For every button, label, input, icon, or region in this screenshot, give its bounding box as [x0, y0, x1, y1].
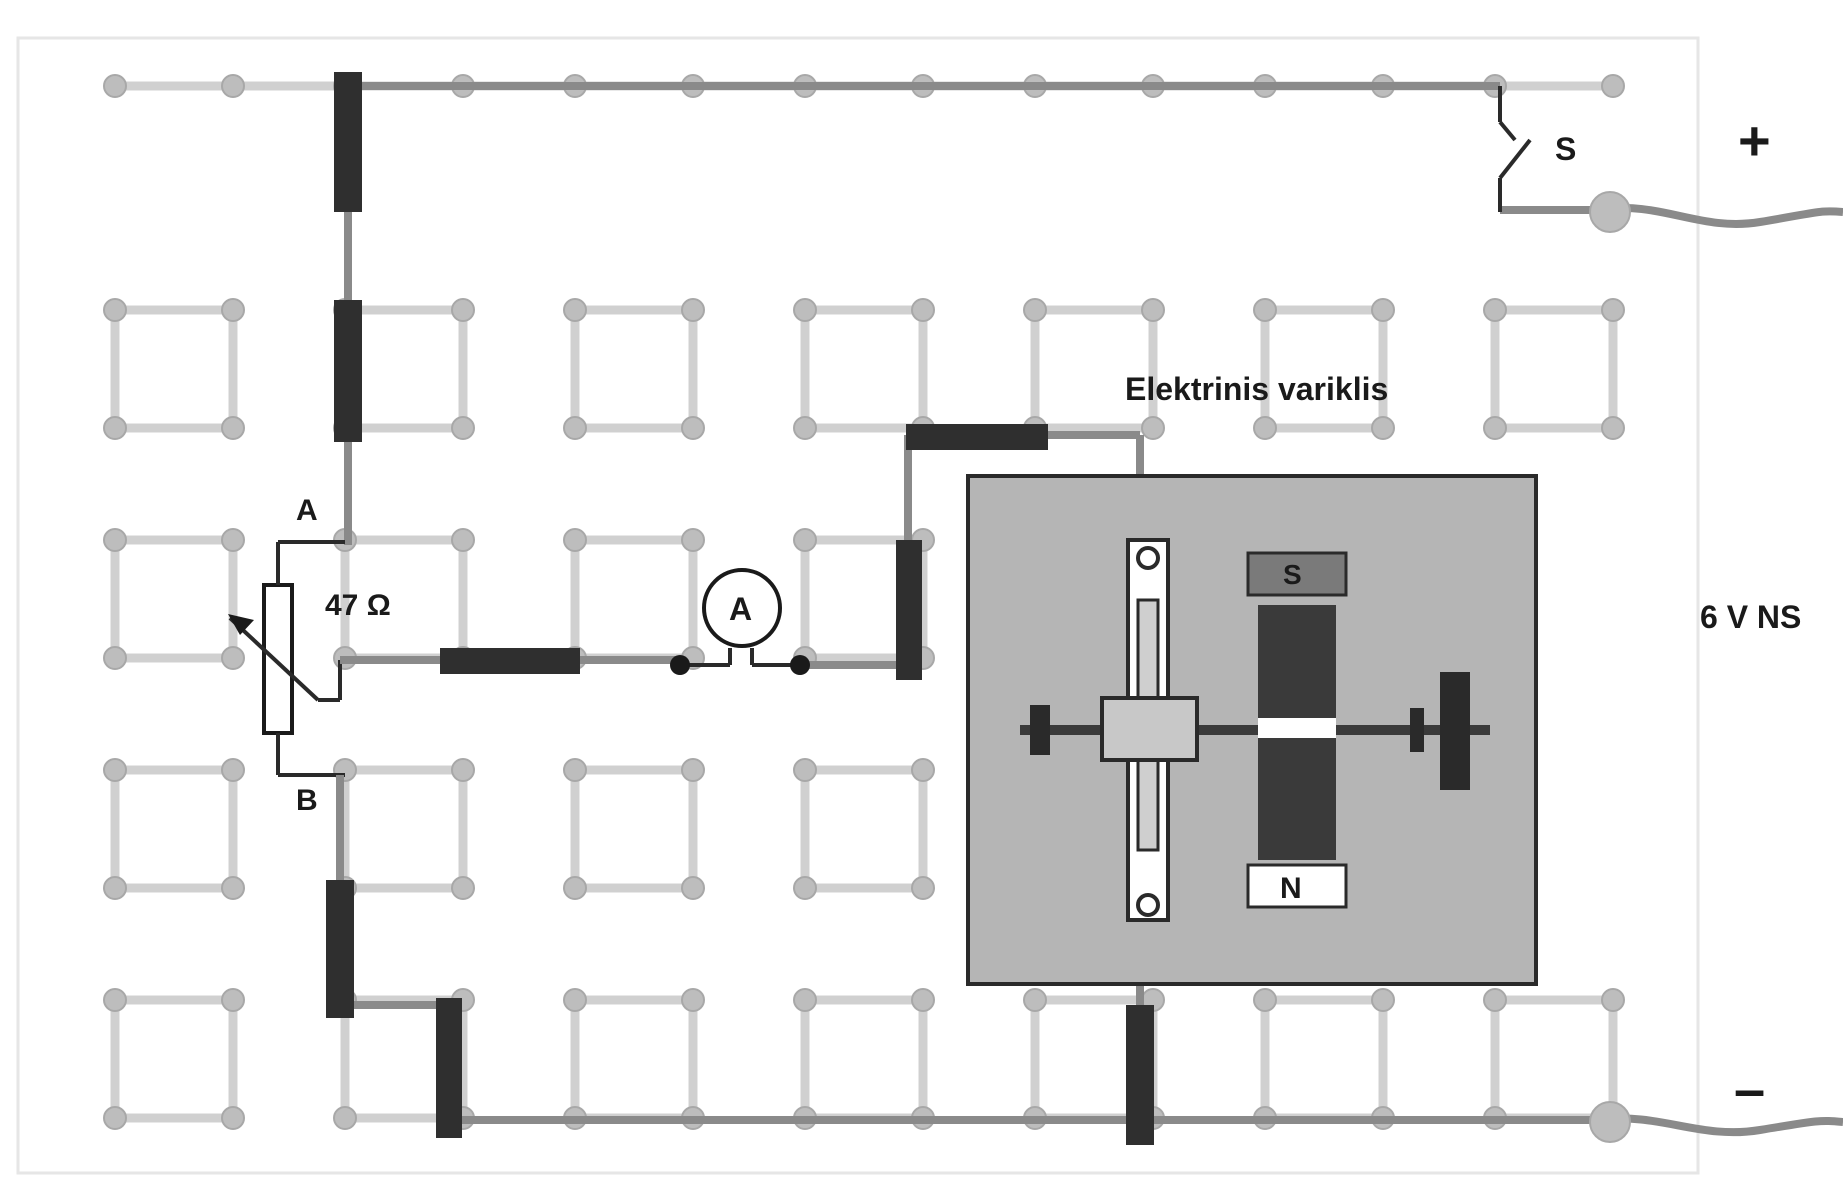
grid-node[interactable] — [563, 876, 587, 900]
grid-node[interactable] — [1371, 298, 1395, 322]
grid-node[interactable] — [451, 416, 475, 440]
grid-node[interactable] — [221, 758, 245, 782]
grid-node[interactable] — [793, 988, 817, 1012]
motor-panel[interactable] — [966, 474, 1538, 986]
grid-node[interactable] — [1601, 416, 1625, 440]
grid-node[interactable] — [1371, 416, 1395, 440]
grid-node[interactable] — [793, 528, 817, 552]
grid-node[interactable] — [221, 876, 245, 900]
switch[interactable] — [1498, 86, 1532, 212]
grid-node[interactable] — [681, 876, 705, 900]
grid-node[interactable] — [221, 74, 245, 98]
grid-node[interactable] — [1483, 988, 1507, 1012]
grid-node[interactable] — [221, 298, 245, 322]
grid-node[interactable] — [1371, 988, 1395, 1012]
ammeter-label: A — [729, 591, 752, 627]
grid-node[interactable] — [911, 988, 935, 1012]
grid-node[interactable] — [563, 988, 587, 1012]
ammeter[interactable] — [670, 568, 810, 675]
grid-node[interactable] — [681, 758, 705, 782]
minus-sign: – — [1734, 1057, 1765, 1120]
grid-node[interactable] — [221, 646, 245, 670]
wire-block-motor-bottom — [1126, 1005, 1154, 1145]
grid-node[interactable] — [1483, 416, 1507, 440]
wire-block-top-2 — [334, 300, 362, 442]
grid-node[interactable] — [103, 74, 127, 98]
grid-node[interactable] — [221, 988, 245, 1012]
grid-node[interactable] — [103, 298, 127, 322]
grid-node[interactable] — [1253, 416, 1277, 440]
grid-node[interactable] — [911, 758, 935, 782]
grid-node[interactable] — [1141, 416, 1165, 440]
terminal-b-label: B — [296, 784, 318, 817]
grid-node[interactable] — [1141, 298, 1165, 322]
grid-node[interactable] — [103, 876, 127, 900]
grid-node[interactable] — [681, 528, 705, 552]
grid-node[interactable] — [681, 298, 705, 322]
grid-node[interactable] — [103, 988, 127, 1012]
grid-node[interactable] — [1601, 988, 1625, 1012]
grid-node[interactable] — [681, 988, 705, 1012]
grid-node[interactable] — [681, 416, 705, 440]
grid-node[interactable] — [221, 416, 245, 440]
wire-block-motor-top-h — [906, 424, 1048, 450]
grid-node[interactable] — [103, 646, 127, 670]
grid-node[interactable] — [793, 298, 817, 322]
grid-node[interactable] — [911, 298, 935, 322]
wire-block-middle — [440, 648, 580, 674]
grid-node[interactable] — [451, 876, 475, 900]
wire-block-top-1 — [334, 72, 362, 212]
grid-node[interactable] — [1023, 298, 1047, 322]
motor-title: Elektrinis variklis — [1125, 371, 1388, 407]
grid-node[interactable] — [103, 528, 127, 552]
grid-node[interactable] — [563, 528, 587, 552]
plus-sign: + — [1738, 109, 1771, 172]
grid-node[interactable] — [451, 528, 475, 552]
grid-node[interactable] — [793, 876, 817, 900]
grid-node[interactable] — [793, 758, 817, 782]
grid-node[interactable] — [1023, 988, 1047, 1012]
resistor-value-label: 47 Ω — [325, 589, 391, 622]
magnet-south-label: S — [1283, 559, 1302, 590]
grid-node[interactable] — [563, 298, 587, 322]
grid-node[interactable] — [1253, 298, 1277, 322]
rheostat[interactable] — [228, 540, 345, 777]
grid-node[interactable] — [1253, 988, 1277, 1012]
grid-node[interactable] — [103, 1106, 127, 1130]
grid-node[interactable] — [1601, 298, 1625, 322]
switch-label: S — [1555, 131, 1576, 167]
wire-block-bottom-2 — [436, 998, 462, 1138]
grid-node[interactable] — [103, 416, 127, 440]
grid-node[interactable] — [221, 1106, 245, 1130]
grid-node[interactable] — [103, 758, 127, 782]
grid-node[interactable] — [333, 1106, 357, 1130]
grid-node[interactable] — [1483, 298, 1507, 322]
wire-block-motor-top-v — [896, 540, 922, 680]
terminal-a-label: A — [296, 494, 318, 527]
grid-node[interactable] — [221, 528, 245, 552]
supply-label: 6 V NS — [1700, 599, 1801, 635]
wire-block-bottom-1 — [326, 880, 354, 1018]
grid-node[interactable] — [451, 298, 475, 322]
grid-node[interactable] — [563, 758, 587, 782]
grid-node[interactable] — [563, 416, 587, 440]
grid-node[interactable] — [793, 416, 817, 440]
grid-node[interactable] — [911, 876, 935, 900]
grid-node[interactable] — [1601, 74, 1625, 98]
grid-node[interactable] — [451, 758, 475, 782]
magnet-north-label: N — [1280, 872, 1302, 905]
